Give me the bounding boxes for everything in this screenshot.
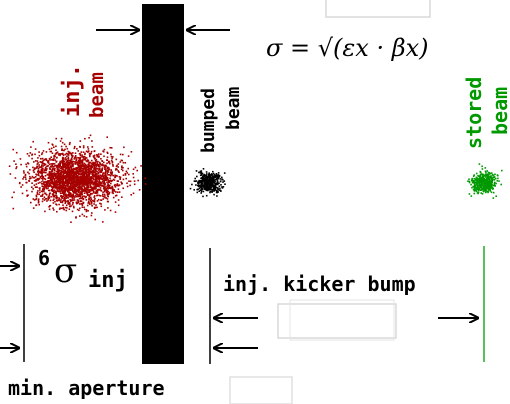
sigma-symbol: σ [54,251,78,291]
septum-blade [142,4,184,364]
bumped-beam-label-1: bumped [198,87,219,153]
min-aperture-label: min. aperture [8,376,165,400]
injected-beam-label-1: inj. [60,64,85,117]
stored-beam-spot [467,163,503,199]
bumped-beam-spot [189,168,226,198]
injected-beam-cloud [8,134,147,223]
aperture-box [229,376,293,404]
injected-beam-label-2: beam [86,72,108,118]
top-right-box [325,0,431,18]
stored-beam-label-1: stored [462,76,486,149]
six-sigma-number: 6 [38,246,51,270]
kicker-bump-label: inj. kicker bump [223,272,416,296]
sigma-formula: σ = √(εx · βx) [266,34,429,62]
stored-beam-label-2: beam [488,86,510,135]
bumped-beam-label-2: beam [223,86,244,130]
kicker-middle-box-inner [289,299,395,341]
sigma-subscript: inj [88,268,128,293]
kicker-middle-box [277,303,397,339]
